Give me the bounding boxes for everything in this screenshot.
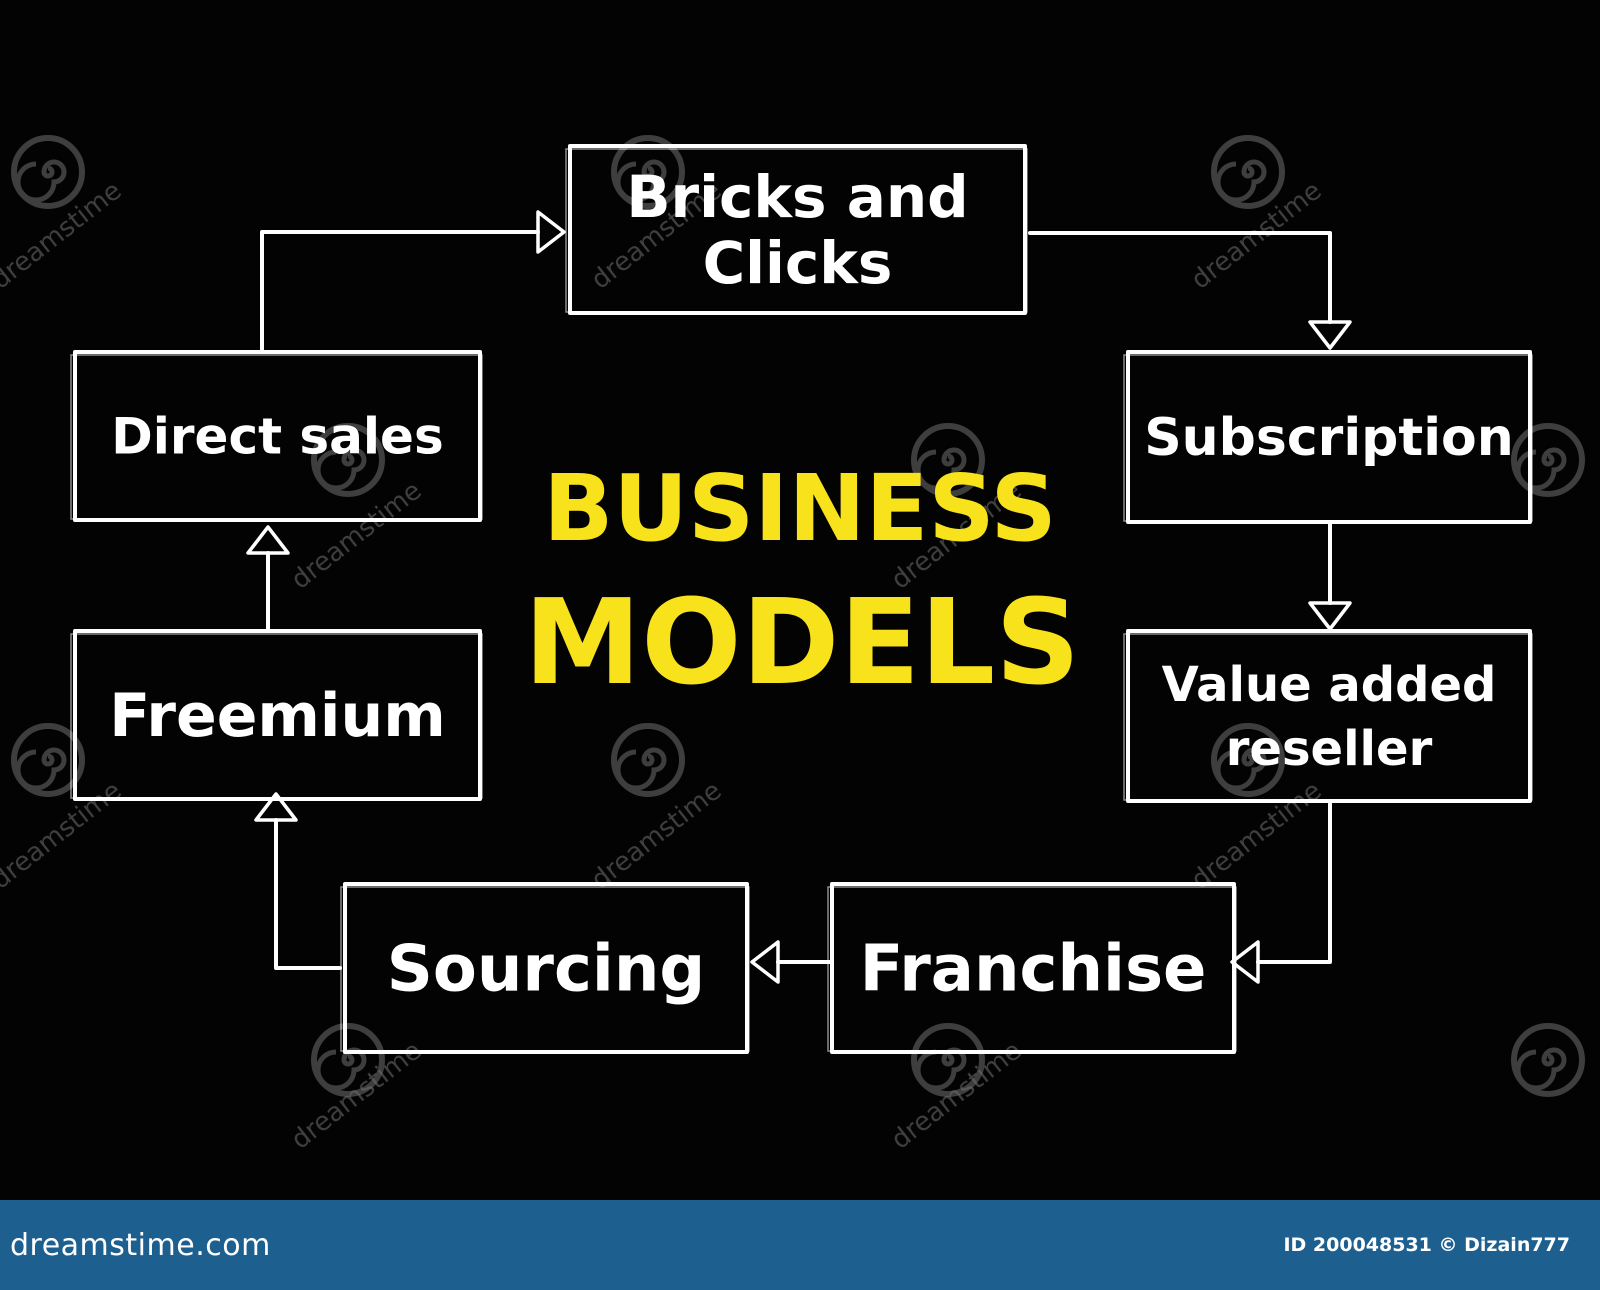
node-subscription: Subscription — [1123, 350, 1533, 524]
node-label: Clicks — [703, 229, 893, 297]
node-label: reseller — [1226, 721, 1433, 777]
node-box — [73, 629, 482, 801]
node-label: Franchise — [860, 932, 1207, 1006]
spiral-logo-icon — [1511, 423, 1585, 497]
arrow-franchise-to-sourcing — [750, 940, 832, 984]
arrow-direct-sales-to-bricks-and-clicks — [260, 210, 566, 352]
arrowhead-icon — [1308, 320, 1352, 350]
spiral-logo-icon — [11, 723, 85, 797]
arrow-value-added-reseller-to-franchise — [1230, 802, 1332, 984]
node-label: Bricks and — [626, 163, 968, 231]
footer-credit: ID 200048531 © Dizain777 — [1283, 1234, 1570, 1256]
node-box-sketch — [70, 633, 483, 799]
title-line-models: MODELS — [524, 573, 1080, 711]
arrowhead-icon — [1230, 940, 1260, 984]
node-box-sketch — [1123, 354, 1533, 522]
arrowhead-icon — [246, 525, 290, 555]
arrowhead-icon — [1308, 601, 1352, 631]
arrow-sourcing-to-freemium — [254, 792, 342, 970]
title-line-business: BUSINESS — [543, 455, 1057, 562]
watermark-text: dreamstime — [1186, 176, 1328, 296]
arrow-bricks-and-clicks-to-subscription — [1028, 231, 1352, 350]
watermark-text: dreamstime — [0, 776, 127, 896]
spiral-logo-icon — [911, 423, 985, 497]
spiral-logo-icon — [911, 1023, 985, 1097]
node-label: Sourcing — [387, 932, 705, 1006]
node-label: Value added — [1162, 657, 1497, 713]
spiral-logo-icon — [611, 723, 685, 797]
arrow-freemium-to-direct-sales — [246, 525, 290, 630]
node-box — [73, 350, 482, 522]
arrowhead-icon — [536, 210, 566, 254]
footer-brand[interactable]: dreamstime.com — [10, 1227, 271, 1263]
spiral-logo-icon — [311, 423, 385, 497]
node-box — [1126, 350, 1532, 524]
node-box — [568, 144, 1027, 315]
node-box-sketch — [565, 148, 1028, 313]
node-sourcing: Sourcing — [340, 882, 750, 1054]
node-label: Direct sales — [111, 408, 443, 466]
node-freemium: Freemium — [70, 629, 483, 801]
node-box — [1126, 629, 1532, 803]
node-label: Freemium — [109, 681, 445, 751]
node-direct-sales: Direct sales — [70, 350, 483, 522]
spiral-logo-icon — [11, 135, 85, 209]
footer-bar: dreamstime.com ID 200048531 © Dizain777 — [0, 1200, 1600, 1290]
arrowhead-icon — [254, 792, 298, 822]
node-box-sketch — [70, 354, 483, 520]
spiral-logo-icon — [1511, 1023, 1585, 1097]
node-box — [343, 882, 749, 1054]
arrow-layer — [246, 210, 1352, 984]
spiral-logo-icon — [1211, 723, 1285, 797]
center-title: BUSINESS MODELS — [524, 455, 1080, 711]
arrow-subscription-to-value-added-reseller — [1308, 522, 1352, 631]
spiral-logo-icon — [611, 135, 685, 209]
node-box-sketch — [340, 886, 750, 1052]
node-value-added-reseller: Value added reseller — [1123, 629, 1533, 803]
node-box-sketch — [827, 886, 1237, 1052]
spiral-logo-icon — [1211, 135, 1285, 209]
node-box — [830, 882, 1236, 1054]
node-label: Subscription — [1144, 408, 1514, 468]
arrowhead-icon — [750, 940, 780, 984]
node-box-sketch — [1123, 633, 1533, 801]
spiral-logo-icon — [311, 1023, 385, 1097]
node-franchise: Franchise — [827, 882, 1237, 1054]
